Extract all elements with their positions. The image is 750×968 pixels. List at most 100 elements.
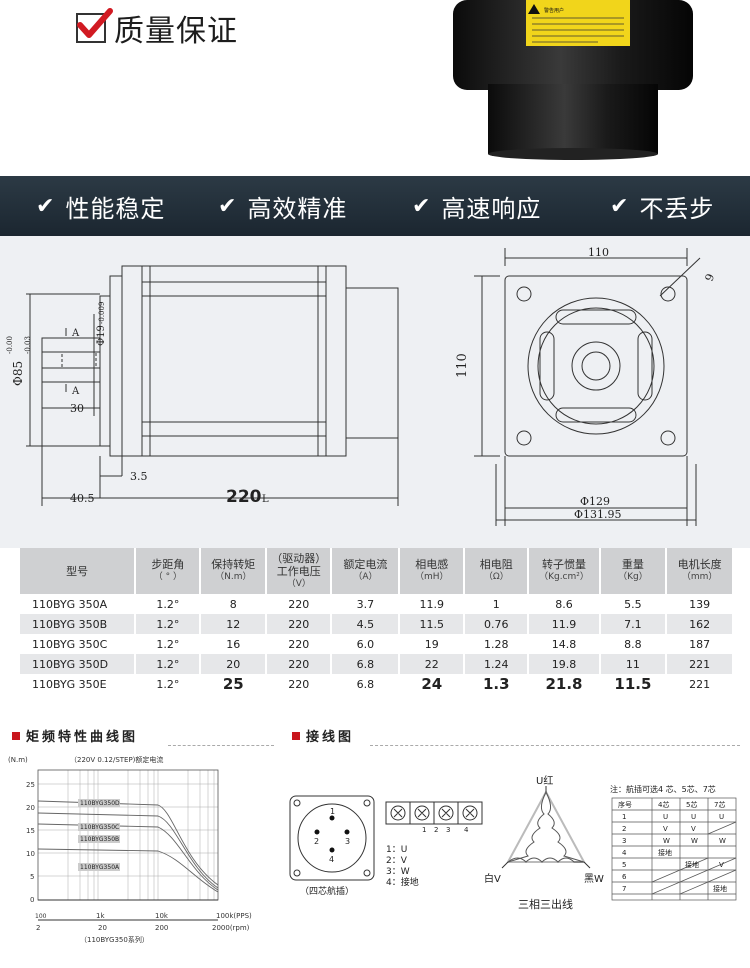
spec-header-weight: 重量（Kg） [599,548,668,594]
dim-220-label: 220 [226,487,262,507]
feature-1: ✔性能稳定 [36,193,166,223]
svg-text:序号: 序号 [618,800,632,809]
feature-3: ✔高速响应 [412,193,542,223]
front-dim-9: 9 [703,272,718,283]
svg-text:W: W [663,837,670,845]
feature-4: ✔不丢步 [610,193,715,223]
y-tick: 10 [26,850,35,858]
red-square-icon [12,731,20,740]
svg-text:1: 1 [422,826,426,834]
torque-subtitle: （220V 0.12/STEP)额定电流 [70,755,163,764]
svg-text:2：V: 2：V [386,856,408,866]
y-tick: 20 [26,804,35,812]
spec-header-step-angle: 步距角（ ° ） [135,548,202,594]
chart-grid [38,770,218,900]
phase-u-label: U红 [536,774,553,787]
dim-30-label: 30 [70,402,84,415]
front-dim-129: Φ129 [580,495,610,508]
dimension-drawing: Φ85 -0.00 -0.03 Φ19 -0.009 A A 30 3.5 40… [0,236,750,548]
y-tick: 25 [26,781,35,789]
red-square-icon [292,731,300,740]
svg-text:接地: 接地 [713,884,727,893]
check-icon: ✔ [610,193,630,219]
dim-220-suffix: L [262,494,269,505]
dim-85-tol-top: -0.00 [6,336,14,354]
svg-text:1：U: 1：U [386,845,407,855]
spec-header-torque: 保持转矩（N.m） [200,548,268,594]
svg-text:3: 3 [446,826,450,834]
svg-text:4：接地: 4：接地 [386,876,419,888]
checkbox-icon [76,8,113,43]
svg-text:7芯: 7芯 [714,800,725,809]
warning-label-title: 警告用户 [544,7,564,14]
dim-3-5-label: 3.5 [130,470,148,483]
svg-text:5芯: 5芯 [686,800,697,809]
front-dim-110-top: 110 [588,246,609,259]
svg-text:4芯: 4芯 [658,800,669,809]
svg-text:2: 2 [434,826,438,834]
spec-table: 型号 步距角（ ° ） 保持转矩（N.m） （驱动器） 工作电压（V） 额定电流… [20,548,734,694]
feature-2: ✔高效精准 [218,193,348,223]
svg-text:U: U [719,813,724,821]
svg-text:W: W [719,837,726,845]
series-label: 110BYG350C [80,824,119,831]
wiring-section-heading: 接线图 [292,726,354,745]
section-a-bottom: A [71,386,80,397]
x-tick-pps: 100 [35,913,47,920]
svg-text:3: 3 [622,837,626,845]
y-tick: 15 [26,827,35,835]
connector-caption: （四芯航插） [300,885,354,897]
series-label: 110BYG350B [80,836,119,843]
x-tick-pps: 10k [155,912,169,920]
spec-header-length: 电机长度（mm） [666,548,734,594]
svg-text:接地: 接地 [658,848,672,857]
front-view [474,248,701,526]
front-dim-131-95: Φ131.95 [574,508,622,521]
x-tick-rpm: 2 [36,924,40,932]
torque-footer: （110BYG350系列） [80,935,149,944]
side-view [26,265,399,506]
svg-text:V: V [691,825,696,833]
torque-frequency-chart: (N.m) （220V 0.12/STEP)额定电流 25 20 15 10 5… [8,755,252,944]
svg-text:V: V [719,861,724,869]
torque-y-unit: (N.m) [8,756,28,764]
svg-text:4: 4 [622,849,627,857]
spec-header-inertia: 转子惯量（Kg.cm²） [528,548,601,594]
svg-text:4: 4 [329,855,334,864]
dim-40-5-label: 40.5 [70,492,95,505]
section-a-top: A [71,328,80,339]
svg-text:U: U [691,813,696,821]
x-tick-rpm: 200 [155,924,168,932]
phase-w-label: 黑W [584,873,604,885]
divider [370,745,740,746]
spec-header-row: 型号 步距角（ ° ） 保持转矩（N.m） （驱动器） 工作电压（V） 额定电流… [20,548,734,594]
x-tick-pps: 100k(PPS) [216,912,252,920]
y-tick: 5 [30,873,34,881]
svg-text:4: 4 [464,826,469,834]
front-dim-110-side: 110 [455,353,470,378]
svg-text:U: U [663,813,668,821]
spec-header-resistance: 相电阻（Ω） [464,548,530,594]
four-pin-connector: 1 2 3 4 （四芯航插） [289,795,375,897]
check-icon: ✔ [36,193,56,219]
svg-text:5: 5 [622,861,626,869]
table-note: 注：航插可选4 芯、5芯、7芯 [610,784,716,794]
spec-header-voltage: （驱动器） 工作电压（V） [266,548,333,594]
series-label: 110BYG350A [80,864,120,871]
svg-text:1: 1 [330,807,335,816]
check-icon: ✔ [218,193,238,219]
svg-text:7: 7 [622,885,626,893]
svg-text:6: 6 [622,873,627,881]
spec-header-inductance: 相电感（mH） [399,548,466,594]
triangle-caption: 三相三出线 [518,897,573,911]
dim-19-tol: -0.009 [98,302,106,324]
svg-text:W: W [691,837,698,845]
dim-85-tol-bot: -0.03 [24,336,32,354]
dim-85-label: Φ85 [11,361,25,386]
